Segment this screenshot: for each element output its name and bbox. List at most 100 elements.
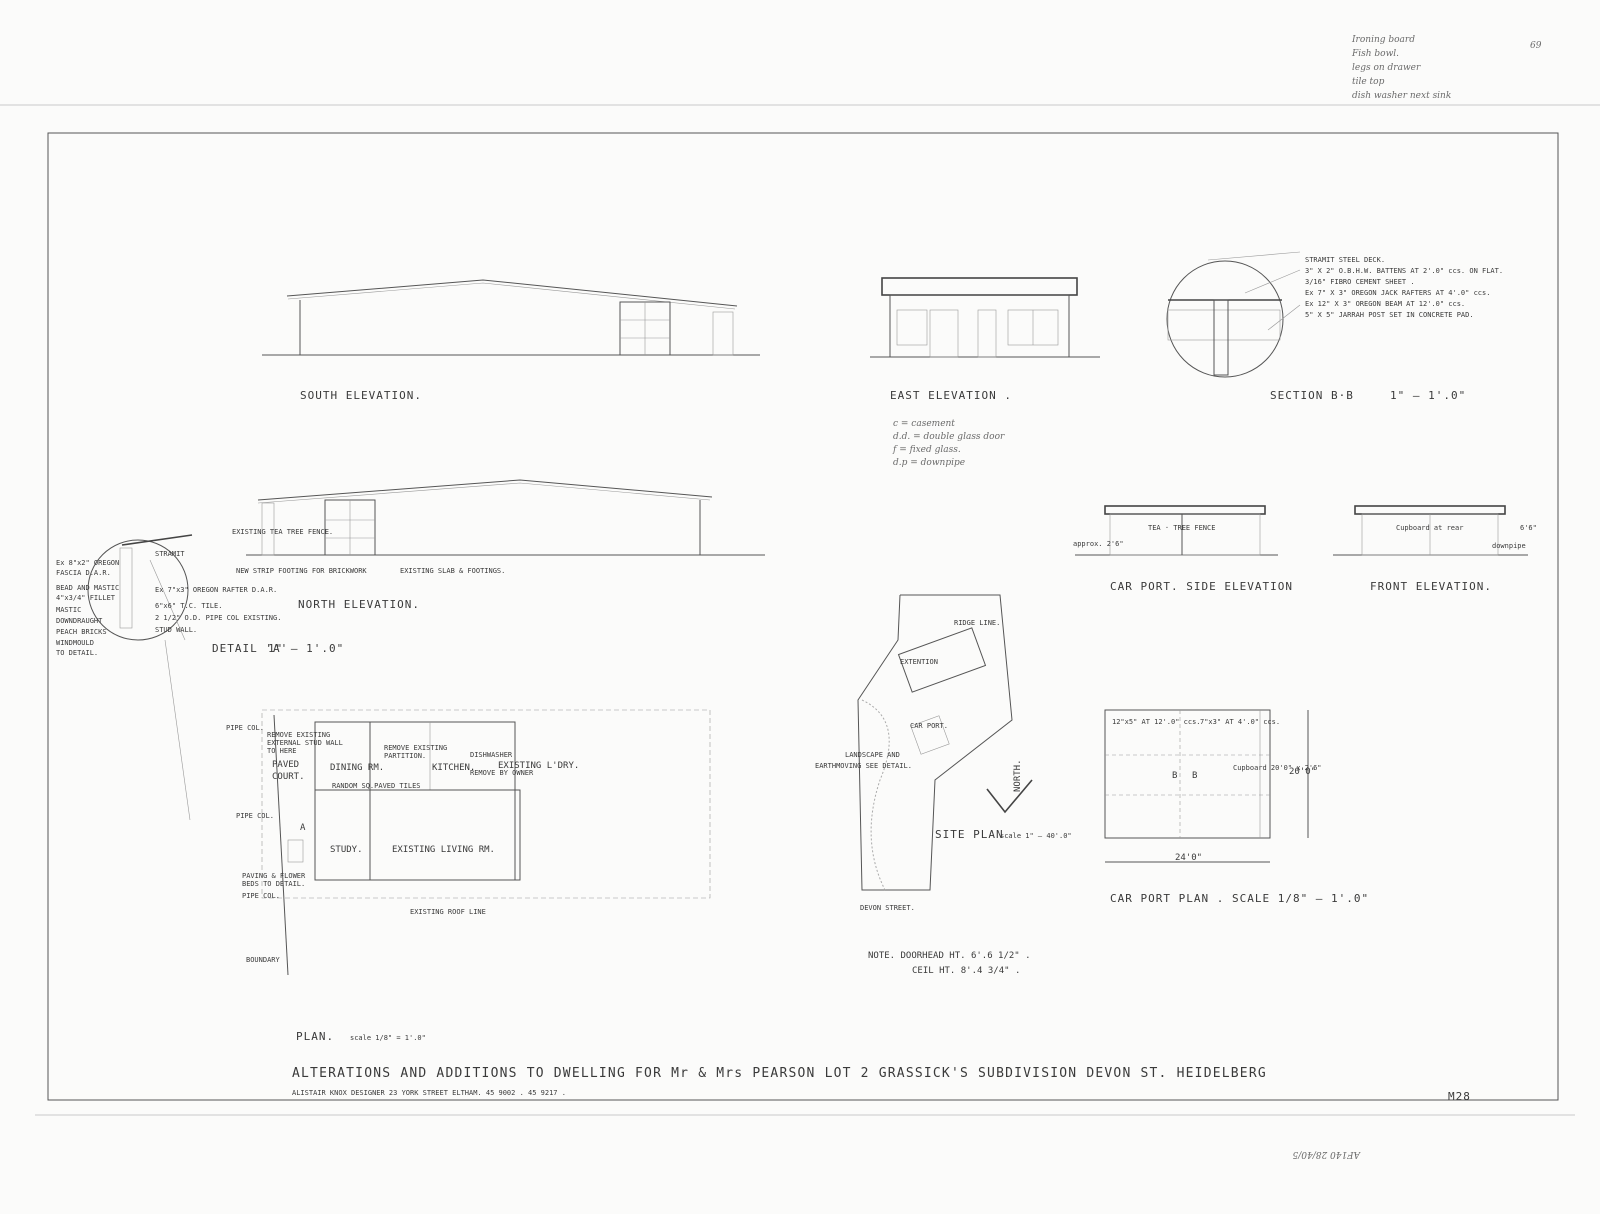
section-bb-scale: 1" – 1'.0"	[1390, 389, 1466, 402]
plan-dishwasher: DISHWASHER	[470, 751, 513, 759]
north-elevation: EXISTING TEA TREE FENCE. NEW STRIP FOOTI…	[232, 479, 765, 611]
site-carport-note: CAR PORT.	[910, 722, 948, 730]
carport-plan-width: 24'0"	[1175, 853, 1202, 863]
hw-note-2: Fish bowl.	[1351, 49, 1399, 59]
site-plan-scale: scale 1" – 40'.0"	[1000, 832, 1072, 840]
legend-2: d.d. = double glass door	[893, 432, 1005, 442]
hw-note-5: dish washer next sink	[1352, 91, 1451, 101]
drawing-number: M28	[1448, 1090, 1471, 1103]
plan-paving-2: BEDS TO DETAIL.	[242, 880, 305, 888]
section-note-6: 5" X 5" JARRAH POST SET IN CONCRETE PAD.	[1305, 311, 1474, 319]
plan-paving-1: PAVING & FLOWER	[242, 872, 306, 880]
carport-plan-label: CAR PORT PLAN . SCALE 1/8" – 1'.0"	[1110, 892, 1369, 905]
front-cupboard-note: Cupboard at rear	[1396, 524, 1463, 532]
plan-remove-wall-2: EXTERNAL STUD WALL	[267, 739, 343, 747]
detail-note-7: PEACH BRICKS	[56, 628, 107, 636]
sheet-mark: 69	[1530, 41, 1542, 51]
section-note-3: 3/16" FIBRO CEMENT SHEET .	[1305, 278, 1415, 286]
detail-a-label: DETAIL 'A'	[212, 642, 288, 655]
plan-roof-line: EXISTING ROOF LINE	[410, 908, 486, 916]
carport-approx-note: approx. 2'6"	[1073, 540, 1124, 548]
site-plan-label: SITE PLAN	[935, 828, 1004, 841]
detail-a: Ex 8"x2" OREGON FASCIA D.A.R. BEAD AND M…	[56, 534, 344, 821]
drawing-title: ALTERATIONS AND ADDITIONS TO DWELLING FO…	[292, 1066, 1267, 1081]
hw-note-3: legs on drawer	[1352, 63, 1421, 73]
detail-note-1: Ex 8"x2" OREGON	[56, 559, 119, 567]
plan-a-mark: A	[300, 823, 306, 833]
section-note-1: STRAMIT STEEL DECK.	[1305, 256, 1385, 264]
carport-plan: 12"x5" AT 12'.0" ccs. 7"x3" AT 4'.0" ccs…	[1104, 709, 1369, 905]
detail-right-5: STUD WALL.	[155, 626, 197, 634]
carport-plan-depth: 20'0"	[1289, 767, 1316, 777]
front-elevation-label: FRONT ELEVATION.	[1370, 580, 1492, 593]
plan-remove-wall-3: TO HERE	[267, 747, 297, 755]
plan-paved: PAVED	[272, 760, 299, 770]
detail-right-4: 2 1/2" O.D. PIPE COL EXISTING.	[155, 614, 281, 622]
carport-plan-note-b: 7"x3" AT 4'.0" ccs.	[1200, 718, 1280, 726]
east-elevation-label: EAST ELEVATION .	[890, 389, 1012, 402]
site-street-note: DEVON STREET.	[860, 904, 915, 912]
ceiling-height: CEIL HT. 8'.4 3/4" .	[912, 966, 1020, 976]
carport-plan-note-a: 12"x5" AT 12'.0" ccs.	[1112, 718, 1201, 726]
detail-right-1: STRAMIT	[155, 550, 185, 558]
site-landscape-note: LANDSCAPE AND	[845, 751, 900, 759]
site-ridge-note: RIDGE LINE.	[954, 619, 1000, 627]
plan-living: EXISTING LIVING RM.	[392, 845, 495, 855]
detail-note-4: 4"x3/4" FILLET	[56, 594, 116, 602]
plan-pipe-col-2: PIPE COL.	[236, 812, 274, 820]
site-plan: RIDGE LINE. EXTENTION CAR PORT. LANDSCAP…	[815, 594, 1072, 912]
plan-dining: DINING RM.	[330, 763, 384, 773]
heights-note: NOTE. DOORHEAD HT. 6'.6 1/2" . CEIL HT. …	[868, 951, 1031, 976]
plan-scale: scale 1/8" = 1'.0"	[350, 1034, 426, 1042]
carport-plan-b1: B	[1172, 771, 1177, 781]
plan-pipe-col: PIPE COL.	[226, 724, 264, 732]
legend-3: f = fixed glass.	[892, 445, 961, 455]
section-note-5: Ex 12" X 3" OREGON BEAM AT 12'.0" ccs.	[1305, 300, 1465, 308]
handwritten-notes: Ironing board Fish bowl. legs on drawer …	[1351, 35, 1542, 101]
plan-boundary: BOUNDARY	[246, 956, 281, 964]
detail-note-8: WINDMOULD	[56, 639, 94, 647]
plan-laundry: EXISTING L'DRY.	[498, 761, 579, 771]
section-bb: STRAMIT STEEL DECK. 3" X 2" O.B.H.W. BAT…	[1166, 251, 1503, 402]
site-extention-note: EXTENTION	[900, 658, 938, 666]
detail-right-2: Ex 7"x3" OREGON RAFTER D.A.R.	[155, 586, 277, 594]
detail-note-5: MASTIC	[56, 606, 81, 614]
site-earthmoving-note: EARTHMOVING SEE DETAIL.	[815, 762, 912, 770]
designer-line: ALISTAIR KNOX DESIGNER 23 YORK STREET EL…	[292, 1089, 566, 1097]
north-note-slab: EXISTING SLAB & FOOTINGS.	[400, 567, 505, 575]
detail-note-9: TO DETAIL.	[56, 649, 98, 657]
plan-label: PLAN.	[296, 1030, 334, 1043]
detail-right-3: 6"x6" T.C. TILE.	[155, 602, 222, 610]
plan-study: STUDY.	[330, 845, 363, 855]
plan-by-owner: REMOVE BY OWNER	[470, 769, 534, 777]
plan-pipe-col-3: PIPE COL.	[242, 892, 280, 900]
carport-side-label: CAR PORT. SIDE ELEVATION	[1110, 580, 1293, 593]
south-elevation-label: SOUTH ELEVATION.	[300, 389, 422, 402]
front-downpipe-note: downpipe	[1492, 542, 1526, 550]
plan-kitchen: KITCHEN.	[432, 763, 475, 773]
front-height-note: 6'6"	[1520, 524, 1537, 532]
hw-note-4: tile top	[1352, 77, 1385, 87]
floor-plan: PIPE COL. REMOVE EXISTING EXTERNAL STUD …	[226, 709, 711, 1043]
section-note-2: 3" X 2" O.B.H.W. BATTENS AT 2'.0" ccs. O…	[1305, 267, 1503, 275]
doorhead-height: NOTE. DOORHEAD HT. 6'.6 1/2" .	[868, 951, 1031, 961]
detail-note-2: FASCIA D.A.R.	[56, 569, 111, 577]
legend-4: d.p = downpipe	[893, 458, 965, 468]
section-note-4: Ex 7" X 3" OREGON JACK RAFTERS AT 4'.0" …	[1305, 289, 1490, 297]
carport-plan-cupboard: Cupboard 20'0" x 2'6"	[1233, 764, 1322, 772]
hw-note-1: Ironing board	[1351, 35, 1415, 45]
south-elevation: SOUTH ELEVATION.	[262, 279, 760, 402]
detail-a-scale: 1" – 1'.0"	[268, 642, 344, 655]
plan-terrazzo: RANDOM SQ.PAVED TILES	[332, 782, 421, 790]
plan-partition-1: REMOVE EXISTING	[384, 744, 447, 752]
plan-partition-2: PARTITION.	[384, 752, 426, 760]
plan-court: COURT.	[272, 772, 305, 782]
detail-note-3: BEAD AND MASTIC	[56, 584, 119, 592]
east-elevation: EAST ELEVATION .	[870, 277, 1100, 402]
north-note-fence: EXISTING TEA TREE FENCE.	[232, 528, 333, 536]
north-elevation-label: NORTH ELEVATION.	[298, 598, 420, 611]
legend: c = casement d.d. = double glass door f …	[892, 419, 1005, 468]
drawing-border	[47, 132, 1559, 1101]
